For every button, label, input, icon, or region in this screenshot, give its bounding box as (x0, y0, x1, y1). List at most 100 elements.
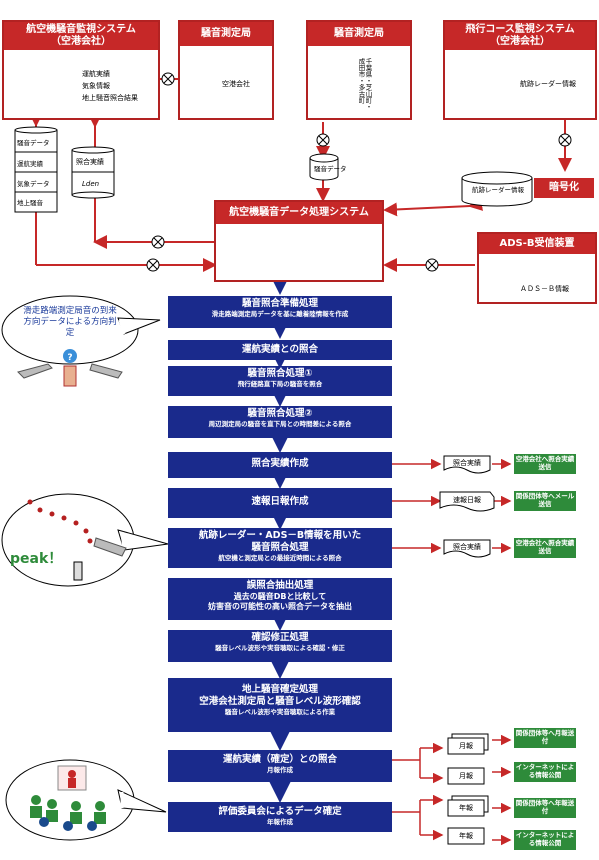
noise-station-box-1: 騒音測定局 (178, 20, 274, 120)
airport-system-label-3: 地上騒音照合結果 (82, 94, 138, 102)
filter-symbol-5 (146, 258, 160, 272)
step-daily-report-title: 速報日報作成 (251, 496, 309, 507)
doc-matching-1: 照合実績 (453, 459, 481, 467)
flight-system-title: 飛行コース監視システム (465, 24, 575, 35)
stack-mid-label-1: 照合実績 (76, 158, 104, 166)
step-ground-title: 地上騒音確定処理 (241, 684, 318, 695)
airplane-icon-right (89, 363, 123, 379)
step-noise-prep-sub: 滑走路端測定局データを基に離着陸情報を作成 (211, 310, 349, 318)
doc-daily-report: 速報日報 (453, 496, 481, 504)
station1-title: 騒音測定局 (180, 22, 272, 46)
filter-symbol-4 (151, 235, 165, 249)
filter-symbol-6 (425, 258, 439, 272)
step-confirm-title: 確認修正処理 (251, 632, 309, 643)
flight-system-subtitle: （空港会社） (490, 36, 550, 47)
step-noise-matching-2-sub: 周辺測定局の騒音を直下局との時間差による照合 (208, 420, 352, 428)
doc-shape-r3 (443, 539, 491, 558)
doc-shape-r1 (443, 455, 491, 474)
step-noise-prep-title: 騒音照合準備処理 (241, 298, 318, 309)
green-send-matching-2: 空港会社へ照合実績送信 (514, 538, 576, 558)
step-confirm-correct: 確認修正処理 騒音レベル波形や実音聴取による確認・修正 (168, 630, 392, 662)
committee-meeting-image (5, 759, 167, 841)
direction-bubble-text: 滑走路端測定局音の到来方向データによる方向判定 (23, 306, 117, 338)
station2-title: 騒音測定局 (308, 22, 410, 46)
airport-system-label-1: 運航実績 (82, 70, 110, 78)
doc-monthly-2: 月報 (459, 772, 473, 780)
airport-system-label-2: 気象情報 (82, 82, 110, 90)
adsb-title: ADS-B受信装置 (479, 234, 595, 254)
green-monthly-web: インターネットによる情報公開 (514, 762, 576, 782)
step-daily-report: 速報日報作成 (168, 488, 392, 518)
step-noise-matching-1-title: 騒音照合処理① (247, 368, 313, 379)
stack-left (14, 126, 58, 213)
filter-symbol-2 (316, 133, 330, 147)
noise-data-cylinder (309, 153, 339, 181)
green-send-matching-1: 空港会社へ照合実績送信 (514, 454, 576, 474)
step-radar-adsb-title-2: 騒音照合処理 (251, 542, 309, 553)
filter-symbol-3 (558, 133, 572, 147)
radar-cylinder-label: 航跡レーダー情報 (472, 186, 524, 194)
step-ground-title-2: 空港会社測定局と騒音レベル波形確認 (199, 696, 361, 707)
airplane-icon-peak (93, 537, 127, 557)
stack-left-label-2: 運航実績 (17, 160, 43, 168)
filter-symbol-1 (161, 72, 175, 86)
airport-system-title: 航空機騒音監視システム (26, 24, 136, 35)
stack-left-label-4: 地上騒音 (17, 199, 43, 207)
doc-shape-month1 (447, 737, 485, 755)
radar-cylinder (461, 171, 533, 207)
green-monthly-send: 関係団体等へ月報送付 (514, 728, 576, 748)
step-noise-matching-2-title: 騒音照合処理② (247, 408, 313, 419)
step-confirmed-sub: 月報作成 (267, 766, 293, 774)
step-radar-adsb-title: 航跡レーダー・ADS－B情報を用いた (198, 530, 362, 541)
flight-course-system-box: 飛行コース監視システム （空港会社） (443, 20, 597, 120)
output-arrows (392, 458, 512, 846)
station2-label: 千葉県・芝山町・成田市・多古町 (357, 58, 372, 110)
airplane-icon-left (17, 363, 53, 379)
flight-system-header: 飛行コース監視システム （空港会社） (445, 22, 595, 50)
adsb-receiver-box: ADS-B受信装置 (477, 232, 597, 304)
stack-mid (71, 146, 115, 199)
step-noise-matching-1-sub: 飛行経路直下局の騒音を照合 (237, 380, 323, 388)
bubble-direction: ? (1, 295, 161, 387)
doc-matching-2: 照合実績 (453, 543, 481, 551)
step-mismatch-sub: 妨害音の可能性の高い照合データを抽出 (208, 602, 352, 611)
doc-shape-r2 (439, 491, 495, 512)
step-matching-report-title: 照合実績作成 (251, 458, 309, 469)
airport-system-subtitle: （空港会社） (51, 36, 111, 47)
svg-text:?: ? (67, 353, 72, 363)
noise-dots (27, 499, 93, 544)
station1-label: 空港会社 (222, 80, 250, 88)
step-radar-adsb-matching: 航跡レーダー・ADS－B情報を用いた 騒音照合処理 航空機と測定局との最接近時間… (168, 528, 392, 568)
noise-station-box-2: 騒音測定局 (306, 20, 412, 120)
step-ground-noise-confirm: 地上騒音確定処理 空港会社測定局と騒音レベル波形確認 騒音レベル波形や実音聴取に… (168, 678, 392, 732)
airport-monitor-system-box: 航空機騒音監視システム （空港会社） (2, 20, 160, 120)
green-mail-send: 関係団体等へメール送信 (514, 491, 576, 511)
flight-system-label: 航跡レーダー情報 (520, 80, 576, 88)
step-mismatch-title: 誤照合抽出処理 (246, 580, 314, 591)
step-committee-sub: 年報作成 (267, 818, 293, 826)
doc-shape-year1 (447, 799, 485, 817)
doc-monthly-1: 月報 (459, 742, 473, 750)
question-hand-icon: ? (63, 349, 77, 387)
step-mismatch-extraction: 誤照合抽出処理 過去の騒音DBと比較して 妨害音の可能性の高い照合データを抽出 (168, 578, 392, 620)
step-flight-matching-title: 運航実績との照合 (242, 344, 318, 355)
green-annual-send: 関係団体等へ年報送付 (514, 798, 576, 818)
stack-mid-label-2: Lden (82, 180, 100, 188)
step-noise-prep: 騒音照合準備処理 滑走路端測定局データを基に離着陸情報を作成 (168, 296, 392, 328)
adsb-label: ＡＤＳ－Ｂ情報 (520, 285, 569, 293)
filter-symbols (146, 72, 572, 272)
station-icon-peak (73, 561, 83, 581)
bubble-peak (1, 493, 169, 587)
processing-system-box: 航空機騒音データ処理システム (214, 200, 384, 282)
peak-label: peak！ (10, 551, 63, 567)
step-confirmed-flight-matching: 運航実績（確定）との照合 月報作成 (168, 750, 392, 782)
doc-shape-year2 (447, 827, 485, 845)
doc-shape-month2 (447, 767, 485, 785)
step-ground-sub: 騒音レベル波形や実音聴取による作業 (224, 708, 336, 716)
step-matching-report: 照合実績作成 (168, 452, 392, 478)
encryption-label: 暗号化 (534, 178, 594, 198)
step-flight-matching: 運航実績との照合 (168, 340, 392, 360)
step-radar-adsb-sub: 航空機と測定局との最接近時間による照合 (218, 554, 342, 562)
step-noise-matching-1: 騒音照合処理① 飛行経路直下局の騒音を照合 (168, 366, 392, 396)
